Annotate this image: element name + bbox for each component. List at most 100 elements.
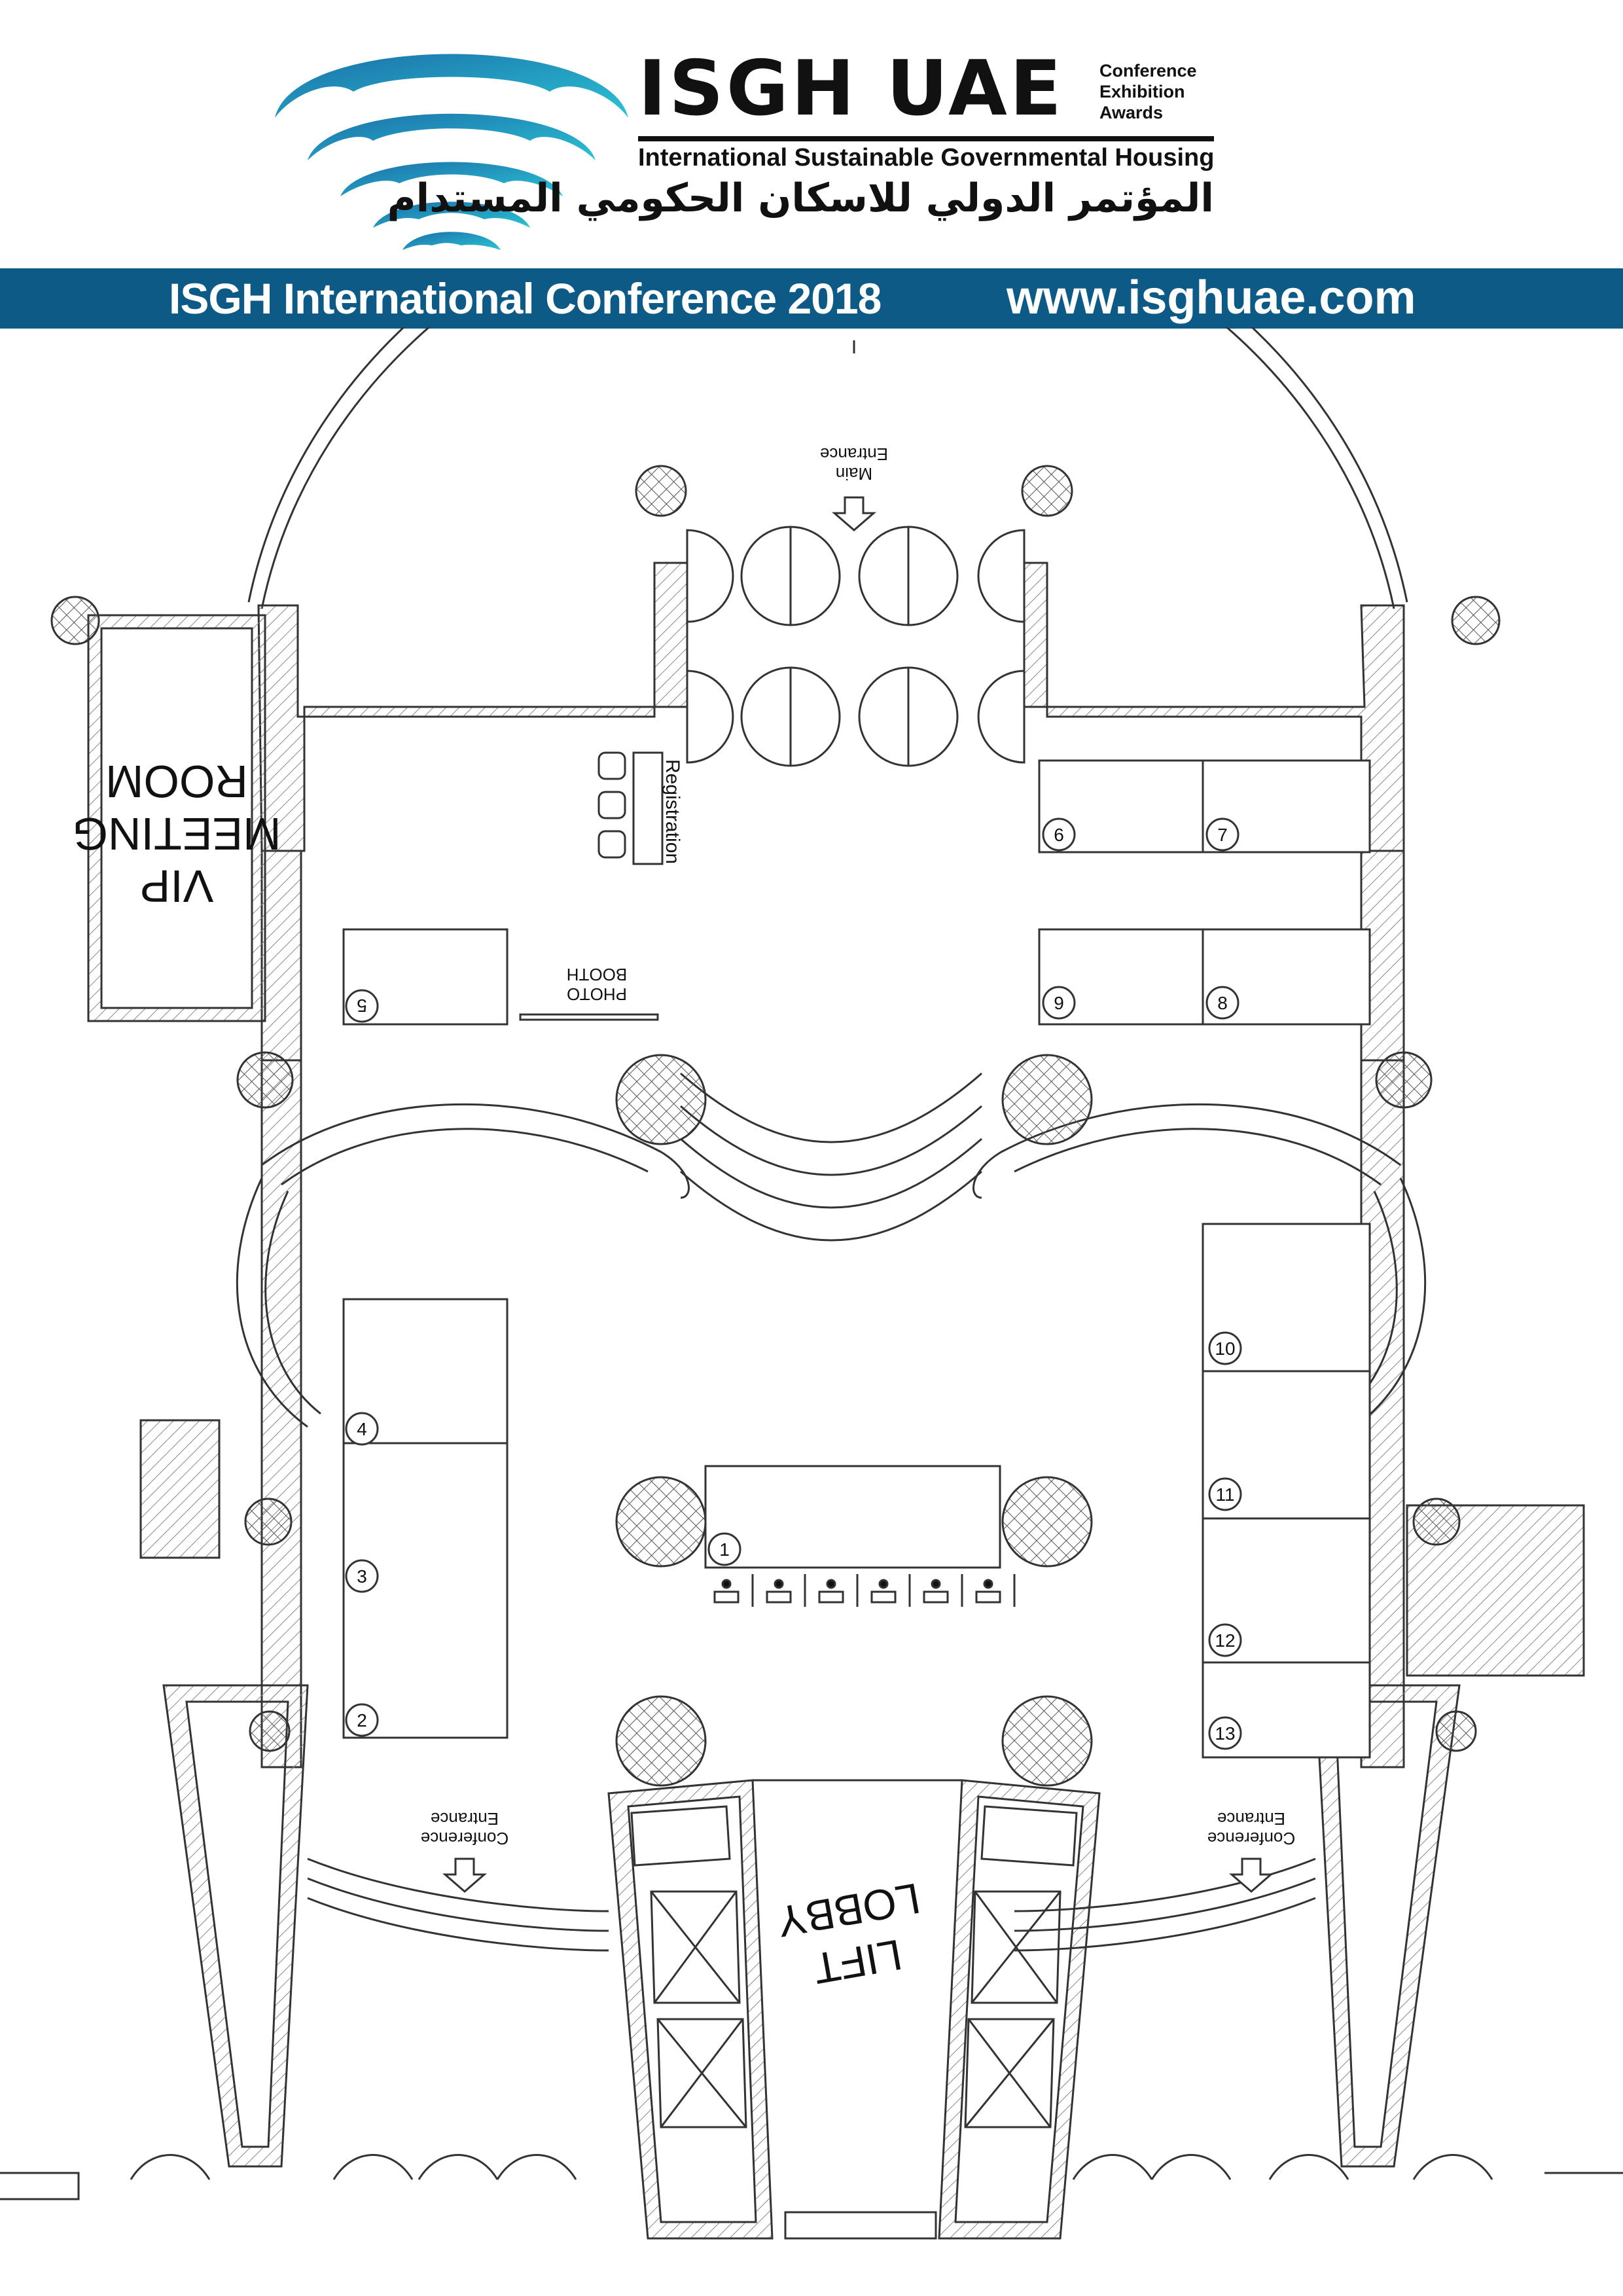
photo-booth-label: PHOTO BOOTH: [567, 965, 627, 1004]
wall-left-mid: [260, 850, 302, 1062]
hall-left-bulge-inner: [264, 1191, 321, 1415]
conference-entrance-line: Conference: [1207, 1829, 1295, 1848]
vip-room-wall: [87, 614, 266, 1022]
lower-right-arc-2: [1014, 1877, 1316, 1932]
column-icon: [1451, 596, 1501, 645]
lift-right-wall: [938, 1779, 1101, 2240]
registration-label: Registration: [662, 759, 683, 864]
conference-entrance-line: Conference: [421, 1829, 508, 1848]
booth-number: 5: [357, 996, 367, 1016]
banner-title: ISGH International Conference 2018: [169, 274, 882, 323]
booth-number-badge: 12: [1208, 1623, 1242, 1657]
photo-booth-bar: [519, 1013, 659, 1021]
brand-subtitle: Conference Exhibition Awards: [1099, 60, 1197, 123]
seat-desk: [818, 1590, 844, 1604]
hall-left-bulge: [236, 1177, 308, 1428]
grand-stair-1: [680, 1072, 982, 1143]
grand-stair-2: [680, 1105, 982, 1176]
column-icon: [1375, 1051, 1433, 1109]
booth-number-badge: 4: [345, 1412, 379, 1446]
grand-stair-4: [680, 1170, 982, 1242]
bottom-arcade: [0, 2154, 1623, 2240]
dome-outer-arc: [247, 327, 1408, 603]
booth-number: 1: [719, 1539, 730, 1560]
vip-room-line: MEETING: [73, 808, 281, 859]
hall-right-curve-inner: [1014, 1128, 1382, 1186]
booth-number-badge: 6: [1042, 817, 1076, 852]
seat-icon: [826, 1579, 836, 1589]
column-icon: [1001, 1054, 1093, 1145]
seat-icon: [983, 1579, 993, 1589]
brand-sub-line: Exhibition: [1099, 82, 1185, 101]
booth-number: 13: [1215, 1723, 1235, 1744]
booth-number: 6: [1054, 825, 1064, 845]
tagline-arabic: المؤتمر الدولي للاسكان الحكومي المستدام: [387, 175, 1214, 221]
page-header: ISGH UAE Conference Exhibition Awards In…: [0, 0, 1623, 268]
seat-icon: [774, 1579, 784, 1589]
brand-name: ISGH UAE: [638, 45, 1065, 133]
door-half-icon: [977, 670, 1026, 764]
booth-number-badge: 5: [345, 989, 379, 1023]
booth-area: [704, 1465, 1001, 1569]
main-entrance-label: Main Entrance: [820, 444, 888, 484]
main-entrance-line: Main: [836, 464, 872, 484]
column-icon: [249, 1710, 291, 1752]
lower-left-arc-1: [307, 1857, 609, 1912]
lower-left-arc-3: [307, 1897, 609, 1952]
conference-entrance-label-right: Conference Entrance: [1207, 1809, 1295, 1848]
wall-left-lower: [260, 1059, 302, 1768]
column-icon: [615, 1695, 707, 1787]
seat-icon: [931, 1579, 941, 1589]
grand-stair-3: [680, 1138, 982, 1209]
booth-number-badge: 2: [345, 1703, 379, 1737]
door-half-icon: [686, 529, 734, 623]
booth-number: 2: [357, 1710, 367, 1731]
main-entrance-line: Entrance: [820, 444, 888, 464]
dome-inner-arc: [260, 327, 1395, 609]
booth-number-badge: 9: [1042, 986, 1076, 1020]
conference-entrance-line: Entrance: [431, 1809, 499, 1829]
seat-desk: [923, 1590, 949, 1604]
booth-number: 4: [357, 1419, 367, 1439]
lift-shafts: [630, 1805, 1078, 2128]
tagline-english: International Sustainable Governmental H…: [638, 144, 1215, 171]
column-icon: [1021, 465, 1073, 517]
photo-booth-line: PHOTO: [567, 984, 627, 1004]
conference-banner: ISGH International Conference 2018 www.i…: [0, 268, 1623, 329]
booth-area: [1202, 1223, 1371, 1372]
booth-number-badge: 13: [1208, 1716, 1242, 1750]
booth-number-badge: 11: [1208, 1477, 1242, 1511]
brand-divider: [638, 136, 1214, 141]
column-icon: [244, 1498, 293, 1546]
left-wing-wall: [162, 1684, 309, 2168]
hall-right-curve-outer: [972, 1103, 1401, 1199]
seat-icon: [878, 1579, 889, 1589]
column-icon: [1001, 1476, 1093, 1568]
isgh-logo-icon: [275, 54, 628, 250]
vip-room-line: ROOM: [105, 756, 248, 807]
column-icon: [1435, 1710, 1477, 1752]
seat-desk: [766, 1590, 792, 1604]
vip-room-line: VIP: [140, 861, 214, 912]
left-side-pocket: [139, 1419, 221, 1559]
column-icon: [635, 465, 687, 517]
booth-number: 11: [1215, 1484, 1234, 1505]
arrow-down-icon: [1228, 1857, 1274, 1893]
hall-right-bulge: [1354, 1177, 1427, 1428]
booth-number: 8: [1217, 993, 1228, 1013]
column-icon: [1001, 1695, 1093, 1787]
banner-website-link[interactable]: www.isghuae.com: [1007, 272, 1416, 324]
column-icon: [615, 1054, 707, 1145]
hall-left-curve-outer: [261, 1103, 690, 1199]
column-icon: [236, 1051, 294, 1109]
wall-right-upper: [1023, 562, 1405, 852]
brand-sub-line: Conference: [1099, 61, 1197, 81]
lift-left-wall: [607, 1779, 774, 2240]
column-icon: [1412, 1498, 1461, 1546]
lift-lobby-line: LOBBY: [774, 1874, 924, 1946]
vip-room-label: VIP MEETING ROOM: [73, 756, 281, 912]
booth-area: [1038, 759, 1371, 853]
conference-entrance-line: Entrance: [1217, 1809, 1285, 1829]
booth-number-badge: 3: [345, 1559, 379, 1593]
conference-entrance-label-left: Conference Entrance: [421, 1809, 508, 1848]
